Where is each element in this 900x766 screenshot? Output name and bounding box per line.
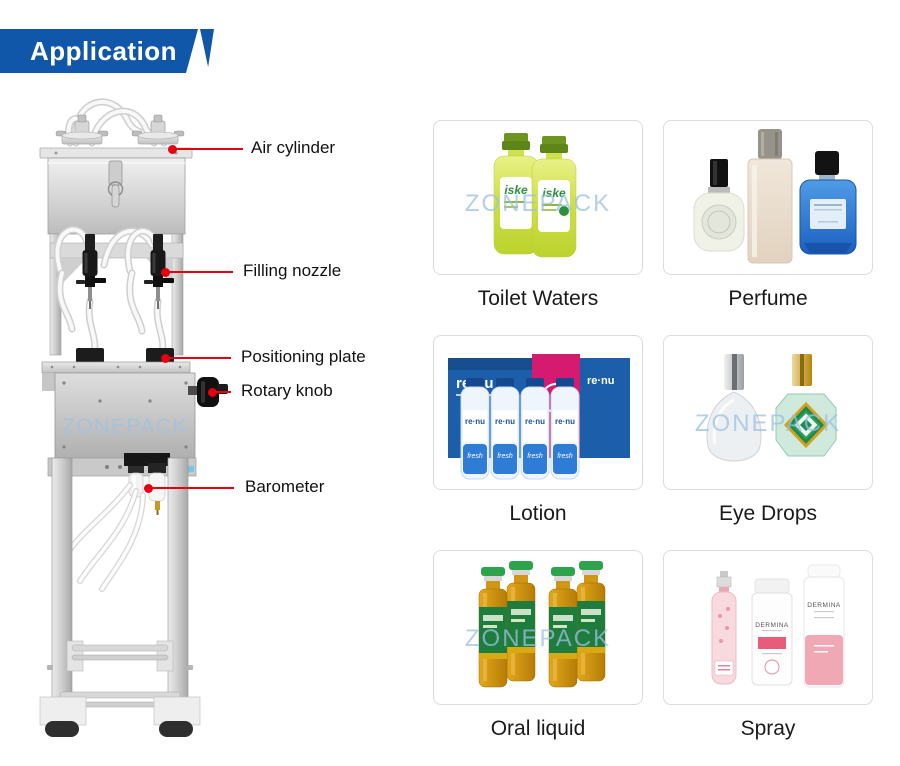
application-caption: Eye Drops [718,502,818,525]
perfume-bottle-round [693,159,745,252]
callout-line [165,271,233,273]
card-watermark: ZONEPACK [695,410,841,437]
bottle-brand-text: iske [542,186,566,200]
perfume-bottle-blue [799,151,857,255]
lotion-bottle: re·nu fresh [490,378,520,480]
product-image-toilet-waters: iske iske ZONEPACK [433,120,643,275]
product-image-eye-drops: ZONEPACK [663,335,873,490]
bottle-brand-text: DERMINA [755,622,789,629]
callout-label: Air cylinder [251,138,336,157]
callout-label: Positioning plate [241,347,366,366]
bottle-brand-text: re·nu [555,417,575,426]
application-caption: Spray [740,717,796,740]
lotion-box-blue: re·nu [580,358,630,458]
application-cell-perfume: Perfume [663,120,873,311]
lotion-bottle: re·nu fresh [550,378,580,480]
section-title: Application [30,35,178,66]
product-image-lotion: re·nu re·nu re·nu fresh [433,335,643,490]
application-cell-spray: DERMINA DERMINA Spray [663,550,873,741]
product-image-oral-liquid: ZONEPACK [433,550,643,705]
nozzle-tubes [54,226,167,357]
eye-drop-bottle-clear [706,354,762,462]
bottle-sub-text: fresh [497,453,513,460]
filling-machine-illustration: ZONEPACK [39,98,228,737]
bottle-sub-text: fresh [557,453,573,460]
bottle-sub-text: fresh [527,453,543,460]
eye-drop-bottle-green [775,354,837,457]
machine-watermark: ZONEPACK [62,415,188,438]
callout-line [165,357,231,359]
card-watermark: ZONEPACK [465,190,611,217]
banner-tail-decoration [200,29,214,67]
card-watermark: ZONEPACK [465,625,611,652]
bottle-brand-text: DERMINA [807,602,841,609]
bottle-brand-text: iske [504,183,528,197]
callout-line [148,487,234,489]
application-caption: Oral liquid [490,717,586,740]
application-caption: Perfume [728,287,808,310]
application-cell-lotion: re·nu re·nu re·nu fresh [433,335,643,526]
spray-can-tall: DERMINA [803,564,845,688]
air-cylinder [55,114,185,145]
toilet-water-bottle: iske [531,136,577,258]
bottle-brand-text: re·nu [525,417,545,426]
callout-label: Filling nozzle [243,261,342,280]
bottle-brand-text: re·nu [495,417,515,426]
spray-bottle-pink [711,571,737,685]
box-brand-text: re·nu [587,375,615,387]
lotion-bottle: re·nu fresh [460,378,490,480]
oral-liquid-vial [506,561,536,682]
spray-bottle-white: DERMINA [751,578,793,686]
callout-label: Barometer [245,477,325,496]
machine-head [39,147,193,235]
application-caption: Lotion [509,502,567,525]
bottle-sub-text: fresh [467,453,483,460]
oral-liquid-vial [576,561,606,682]
section-banner: Application [0,29,198,73]
oral-liquid-vial [478,567,508,688]
application-caption: Toilet Waters [477,287,599,310]
callout-line [212,391,231,393]
bottle-brand-text: re·nu [465,417,485,426]
oral-liquid-vial [548,567,578,688]
callout-line [172,148,243,150]
callout-label: Rotary knob [241,381,333,400]
perfume-bottle-tall [747,129,793,264]
machine-body-box: ZONEPACK [54,372,196,459]
application-cell-toilet-waters: iske iske ZONEPACK Toilet Wat [433,120,643,311]
product-image-spray: DERMINA DERMINA [663,550,873,705]
machine-feet [39,696,201,737]
application-cell-oral-liquid: ZONEPACK Oral liquid [433,550,643,741]
application-cell-eye-drops: ZONEPACK Eye Drops [663,335,873,526]
product-image-perfume [663,120,873,275]
drain-tubes [61,482,146,592]
lotion-bottle: re·nu fresh [520,378,550,480]
